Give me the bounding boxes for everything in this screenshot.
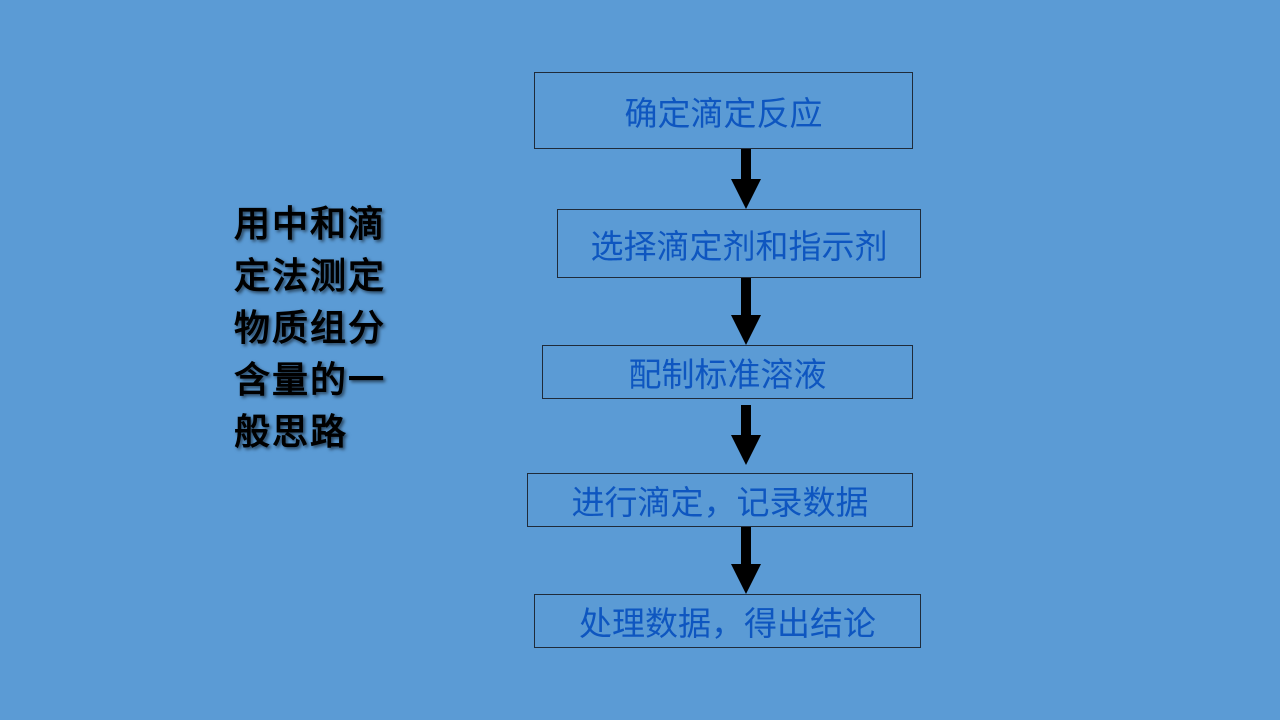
down-arrow-icon [731, 405, 761, 465]
step-titrate-record-data: 进行滴定，记录数据 [527, 473, 913, 527]
step-process-data-conclude: 处理数据，得出结论 [534, 594, 921, 648]
down-arrow-icon [731, 149, 761, 209]
step-choose-titrant-indicator: 选择滴定剂和指示剂 [557, 209, 921, 278]
step-prepare-standard-solution: 配制标准溶液 [542, 345, 913, 399]
down-arrow-icon [731, 278, 761, 345]
step-determine-reaction: 确定滴定反应 [534, 72, 913, 149]
slide-title: 用中和滴定法测定物质组分含量的一般思路 [234, 203, 387, 453]
down-arrow-icon [731, 527, 761, 594]
